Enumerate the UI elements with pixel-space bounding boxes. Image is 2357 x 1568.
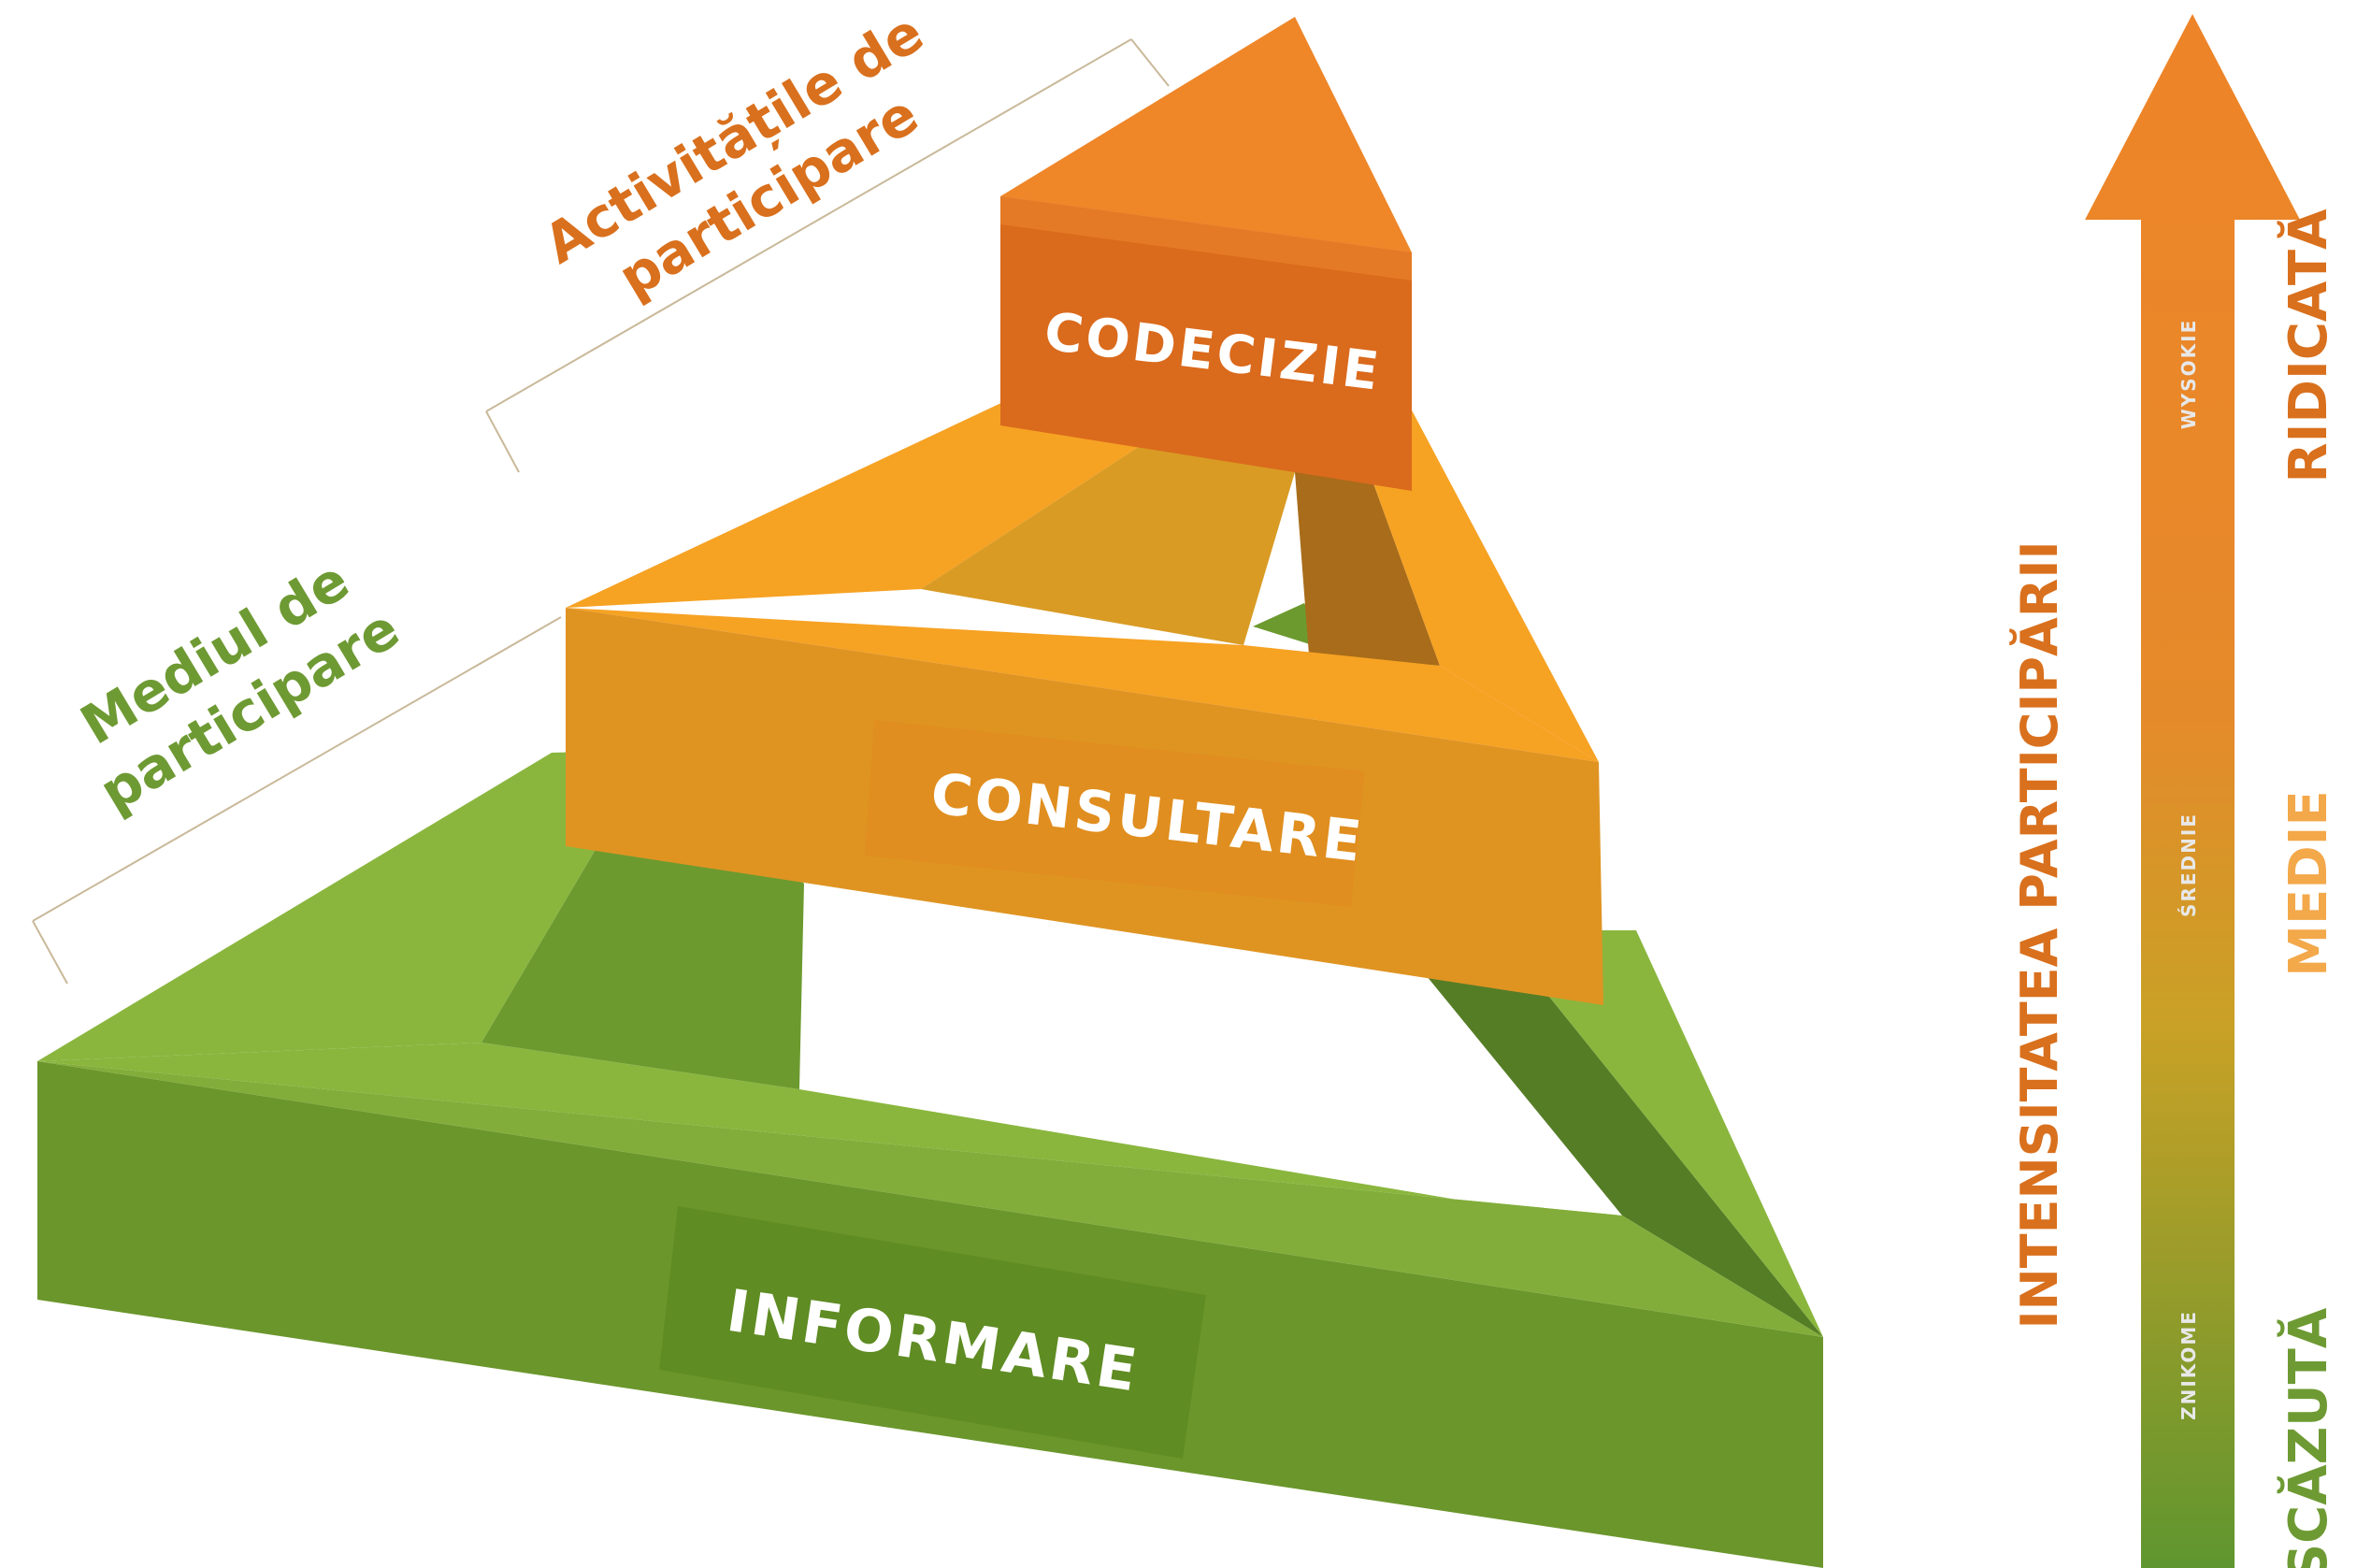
arrow-label-high: WYSOKIE — [2177, 319, 2200, 430]
arrow-label-medium: ŚREDNIE — [2177, 813, 2200, 917]
level-high-label: RIDICATĂ — [2278, 209, 2339, 483]
environment-label: Mediul de participare — [70, 548, 410, 824]
tier-codecizie — [1000, 17, 1412, 491]
bracket-activities — [485, 38, 1170, 473]
level-medium-label: MEDIE — [2278, 790, 2339, 977]
bracket-environment — [32, 616, 562, 985]
intensity-arrow: WYSOKIE ŚREDNIE ZNIKOME — [2085, 14, 2300, 1568]
arrow-label-low: ZNIKOME — [2177, 1310, 2200, 1420]
intensity-axis-title: INTENSITATEA PARTICIPĂRII — [2010, 540, 2069, 1329]
activities-label: Activitățile de participare — [533, 0, 934, 309]
tier-informare — [37, 750, 1823, 1568]
level-low-label: SCĂZUTĂ — [2278, 1307, 2339, 1568]
